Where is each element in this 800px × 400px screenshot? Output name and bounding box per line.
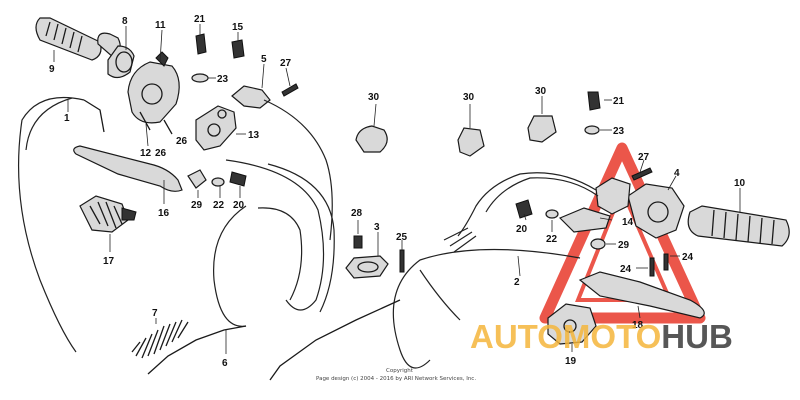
callout-18: 18 <box>632 320 644 331</box>
watermark-wordmark: AUTOMOTOHUB <box>470 318 733 355</box>
callout-9: 9 <box>49 64 55 75</box>
part-throttle-sleeve <box>107 45 135 79</box>
callout-29a: 29 <box>191 200 203 211</box>
callout-4: 4 <box>674 168 680 179</box>
callout-20a: 20 <box>233 200 245 211</box>
part-throttle-housing <box>127 51 180 135</box>
callout-11: 11 <box>155 20 166 31</box>
callout-23a: 23 <box>217 74 229 85</box>
part-left-grip <box>35 17 121 61</box>
copyright: Copyright Page design (c) 2004 - 2016 by… <box>316 368 476 382</box>
watermark-auto: AUTO <box>470 318 563 355</box>
callout-30a: 30 <box>368 92 380 103</box>
part-cable-clips <box>355 115 557 157</box>
callout-21b: 21 <box>613 96 625 107</box>
callout-10: 10 <box>734 178 746 189</box>
callout-26b: 26 <box>176 136 188 147</box>
part-brake-lever <box>578 271 705 319</box>
callout-30b: 30 <box>463 92 475 103</box>
part-clamp-left <box>231 85 271 109</box>
watermark-hub: HUB <box>661 318 733 355</box>
callout-24a: 24 <box>620 264 632 275</box>
callout-27a: 27 <box>280 58 292 69</box>
callout-19: 19 <box>565 356 577 367</box>
callout-23b: 23 <box>613 126 625 137</box>
callout-13: 13 <box>248 130 260 141</box>
callout-17: 17 <box>103 256 115 267</box>
part-cable-clamp <box>345 255 389 279</box>
part-master-cylinder <box>547 303 597 345</box>
callout-7: 7 <box>152 308 158 319</box>
callout-27b: 27 <box>638 152 650 163</box>
callout-12: 12 <box>140 148 152 159</box>
part-right-housing <box>558 177 685 239</box>
part-hardware <box>187 33 669 277</box>
callout-numbers: 1 2 3 4 5 6 7 8 9 10 11 12 13 14 15 16 1… <box>49 14 746 369</box>
callout-14: 14 <box>622 217 634 228</box>
callout-6: 6 <box>222 358 228 369</box>
callout-5: 5 <box>261 54 267 65</box>
callout-15: 15 <box>232 22 244 33</box>
callout-3: 3 <box>374 222 380 233</box>
watermark-moto: MOTO <box>563 318 661 355</box>
part-switch-boot <box>79 195 137 233</box>
svg-text:AUTOMOTOHUB: AUTOMOTOHUB <box>470 318 733 355</box>
callout-30c: 30 <box>535 86 547 97</box>
callout-28: 28 <box>351 208 363 219</box>
copyright-line2: Page design (c) 2004 - 2016 by ARI Netwo… <box>316 376 476 382</box>
part-lever-bracket <box>195 105 237 151</box>
callout-29b: 29 <box>618 240 630 251</box>
callout-20b: 20 <box>516 224 528 235</box>
copyright-line1: Copyright <box>386 368 414 374</box>
callout-8: 8 <box>122 16 128 27</box>
leader-lines <box>53 24 741 354</box>
callout-22b: 22 <box>546 234 558 245</box>
callout-1: 1 <box>64 113 70 124</box>
callout-2: 2 <box>514 277 520 288</box>
part-spring <box>131 319 189 359</box>
callout-21a: 21 <box>194 14 206 25</box>
callout-26a: 26 <box>155 148 167 159</box>
callout-24b: 24 <box>682 252 694 263</box>
callout-16: 16 <box>158 208 170 219</box>
part-right-grip <box>687 205 790 247</box>
cables <box>17 96 599 381</box>
callout-25: 25 <box>396 232 408 243</box>
callout-22a: 22 <box>213 200 225 211</box>
part-clutch-lever <box>73 145 183 192</box>
